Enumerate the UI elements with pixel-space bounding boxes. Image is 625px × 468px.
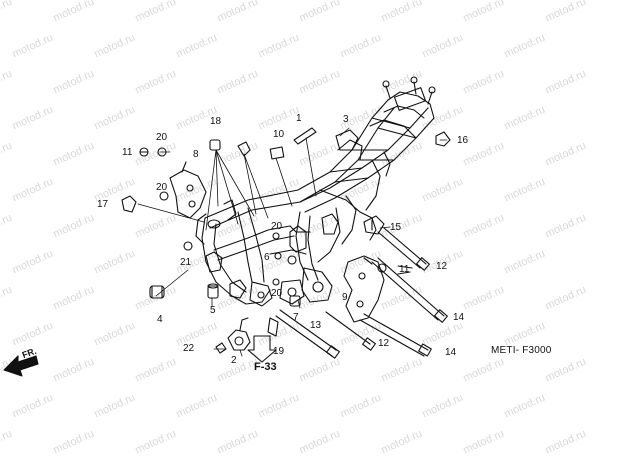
callout-20: 20 bbox=[156, 132, 168, 143]
callout-1: 1 bbox=[296, 113, 302, 124]
part-3-rubber bbox=[335, 129, 359, 151]
frame-head-pipe bbox=[195, 199, 237, 245]
frame-engine-mounts bbox=[205, 213, 339, 299]
callout-15: 15 bbox=[390, 222, 402, 233]
callout-17: 17 bbox=[97, 199, 109, 210]
frame-cross-members bbox=[317, 117, 417, 263]
part-15-clamp bbox=[363, 215, 385, 235]
callout-20c: 20 bbox=[271, 221, 283, 232]
direction-arrow bbox=[3, 355, 39, 377]
part-5-bushing bbox=[207, 283, 219, 299]
callout-13: 13 bbox=[310, 320, 322, 331]
part-8-bracket bbox=[169, 161, 207, 219]
part-1-label-plate bbox=[293, 127, 317, 145]
callout-11b: 11 bbox=[399, 264, 410, 275]
part-bolts bbox=[275, 227, 448, 359]
callout-12b: 12 bbox=[378, 338, 390, 349]
frame-right-rail bbox=[299, 107, 435, 213]
callout-21: 21 bbox=[180, 257, 192, 268]
callout-6: 6 bbox=[264, 252, 270, 263]
callout-10: 10 bbox=[273, 129, 285, 140]
frame-pivot-plate bbox=[249, 267, 333, 307]
part-2-sensor bbox=[227, 317, 251, 351]
callout-14b: 14 bbox=[445, 347, 457, 358]
callout-4: 4 bbox=[157, 314, 163, 325]
diagram-code: METI- F3000 bbox=[491, 345, 552, 356]
part-fasteners bbox=[121, 131, 451, 354]
callout-11: 11 bbox=[122, 147, 133, 158]
callout-14: 14 bbox=[453, 312, 465, 323]
callout-5: 5 bbox=[210, 305, 216, 316]
callout-8: 8 bbox=[193, 149, 199, 160]
callout-20b: 20 bbox=[156, 182, 168, 193]
part-7-collar bbox=[289, 295, 301, 307]
callout-7: 7 bbox=[293, 312, 299, 323]
reference-arrow bbox=[247, 335, 277, 363]
leader-lines bbox=[137, 127, 448, 357]
callout-12: 12 bbox=[436, 261, 448, 272]
part-10-pad bbox=[269, 146, 285, 160]
callout-20d: 20 bbox=[271, 288, 283, 299]
callout-9: 9 bbox=[342, 292, 348, 303]
part-19-clip bbox=[267, 317, 279, 337]
part-4-grommet bbox=[149, 285, 165, 299]
frame-seat-rail bbox=[369, 76, 436, 139]
callout-3: 3 bbox=[343, 114, 349, 125]
reference-label: F-33 bbox=[254, 361, 277, 373]
callout-18: 18 bbox=[210, 116, 222, 127]
callout-2: 2 bbox=[231, 355, 237, 366]
part-9-plate bbox=[343, 255, 385, 323]
callout-22: 22 bbox=[183, 343, 195, 354]
callout-19: 19 bbox=[273, 346, 285, 357]
callout-16: 16 bbox=[457, 135, 469, 146]
